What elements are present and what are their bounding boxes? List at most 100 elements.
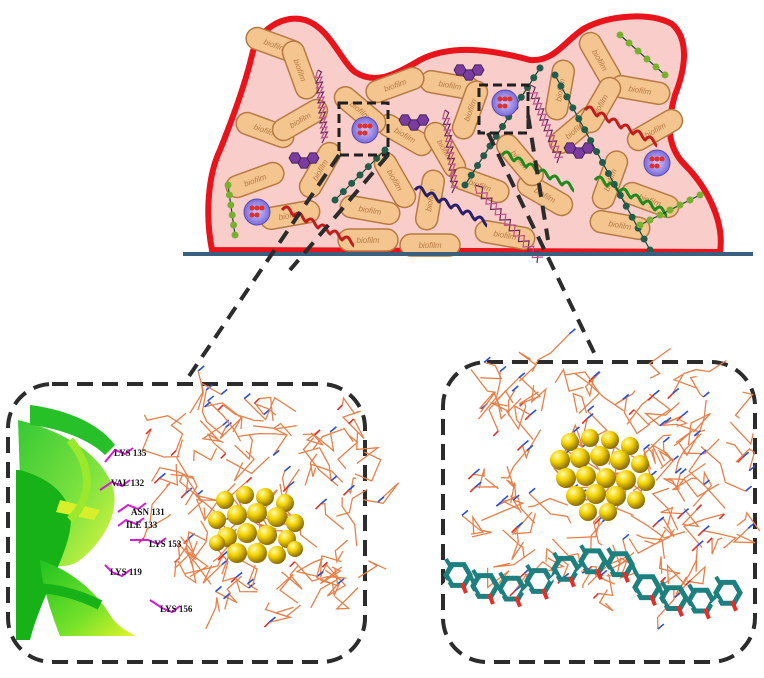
bacterium: biofilm [337, 228, 399, 252]
svg-text:biofilm: biofilm [418, 241, 441, 250]
gold-atom [247, 543, 267, 563]
gold-atom [566, 486, 586, 506]
gold-atom [616, 470, 636, 490]
residue-sticks [99, 447, 181, 614]
gold-atom [236, 486, 254, 504]
gold-atom [208, 511, 226, 529]
residue-label: LYS 119 [110, 567, 142, 577]
gold-atom [570, 448, 590, 468]
residue-labels: LYS 135 VAL 132 ASN 131 ILE 133 LYS 153 … [110, 448, 193, 614]
gold-atom [227, 543, 247, 563]
residue-label: VAL 132 [111, 478, 145, 488]
zoom-box-right [477, 83, 530, 135]
protein-ribbon [16, 405, 135, 640]
bacterium: biofilm [474, 219, 536, 251]
dna-strand [314, 69, 329, 144]
left-inset-protein-gold: LYS 135 VAL 132 ASN 131 ILE 133 LYS 153 … [6, 365, 400, 664]
polysaccharide-icon [398, 114, 430, 131]
gold-atom [606, 486, 626, 506]
gold-atom [621, 437, 639, 455]
gold-atom [286, 514, 304, 532]
gold-atom [216, 491, 234, 509]
gold-atom [586, 484, 606, 504]
polysaccharide-icon [288, 152, 320, 169]
bacterium: biofilm [225, 161, 285, 199]
residue-label: LYS 153 [149, 539, 182, 549]
gold-atom [581, 429, 599, 447]
sugar-ring [602, 547, 639, 583]
sugar-ring [440, 557, 477, 594]
sugar-ring [710, 575, 743, 612]
nanoparticle-icon [643, 149, 671, 177]
svg-text:biofilm: biofilm [356, 236, 379, 245]
gold-atom [550, 450, 570, 470]
svg-text:biofilm: biofilm [358, 204, 383, 217]
gold-atom [596, 468, 616, 488]
gold-atom [287, 541, 303, 557]
gold-atom [267, 507, 287, 527]
gold-atom [257, 525, 277, 545]
gold-atom [556, 468, 576, 488]
eps-molecules [224, 31, 704, 264]
svg-text:biofilm: biofilm [438, 79, 463, 92]
gold-atom [610, 450, 630, 470]
bacterium: biofilm [281, 40, 319, 100]
dna-strand [528, 84, 564, 164]
protein-icon [280, 205, 355, 248]
gold-atom [209, 535, 225, 551]
bacterium: biofilm [609, 74, 671, 106]
protein-icon [593, 175, 668, 218]
nanoparticle-icon [243, 198, 271, 226]
bacterium: biofilm [339, 194, 401, 226]
nanoparticle-icon [491, 89, 519, 117]
gold-atom [601, 431, 619, 449]
gold-atom [627, 491, 645, 509]
gold-atom [561, 433, 579, 451]
residue-label: ASN 131 [131, 507, 165, 517]
gold-atom [276, 494, 294, 512]
svg-text:biofilm: biofilm [628, 84, 653, 97]
gold-atom [590, 446, 610, 466]
protein-icon [583, 105, 658, 148]
bead-chain [224, 181, 239, 239]
bacterium: biofilm [365, 66, 425, 104]
polysaccharide-chain [440, 544, 743, 620]
gold-atom [631, 455, 649, 473]
gold-atom [256, 488, 274, 506]
residue-label: LYS 135 [114, 448, 147, 458]
bacterium: biofilm [450, 166, 510, 204]
residue-label: LYS 156 [160, 604, 193, 614]
gold-atom [237, 523, 257, 543]
bead-chain [551, 71, 654, 254]
gold-nanocluster-right [550, 429, 655, 521]
gold-atom [579, 503, 597, 521]
gold-atom [227, 505, 247, 525]
polysaccharide-icon [453, 64, 485, 81]
gold-atom [268, 546, 286, 564]
bead-chain [331, 146, 389, 204]
residue-label: ILE 133 [126, 520, 158, 530]
right-inset-polysaccharide-gold [440, 328, 761, 664]
sugar-ring [548, 551, 585, 588]
zoom-connectors [181, 114, 602, 387]
dna-strand [441, 109, 459, 194]
gold-nanocluster-left [208, 486, 304, 564]
bacterium: biofilm [626, 108, 684, 152]
gold-atom [576, 466, 596, 486]
gold-atom [599, 503, 617, 521]
bead-chain [616, 31, 669, 79]
svg-text:biofilm: biofilm [493, 229, 518, 242]
gold-atom [637, 473, 655, 491]
nanoparticle-icon [351, 116, 379, 144]
gold-atom [247, 503, 267, 523]
biofilm: biofilmbiofilmbiofilmbiofilmbiofilmbiofi… [183, 13, 753, 264]
bacterium: biofilm [578, 76, 622, 134]
bead-chain [636, 191, 704, 229]
polysaccharide-icon [563, 142, 595, 159]
svg-text:biofilm: biofilm [608, 219, 633, 232]
protein-icon [413, 185, 488, 228]
dna-strand [474, 184, 544, 264]
zoom-box-left [337, 101, 390, 157]
bacterium: biofilm [373, 151, 417, 209]
